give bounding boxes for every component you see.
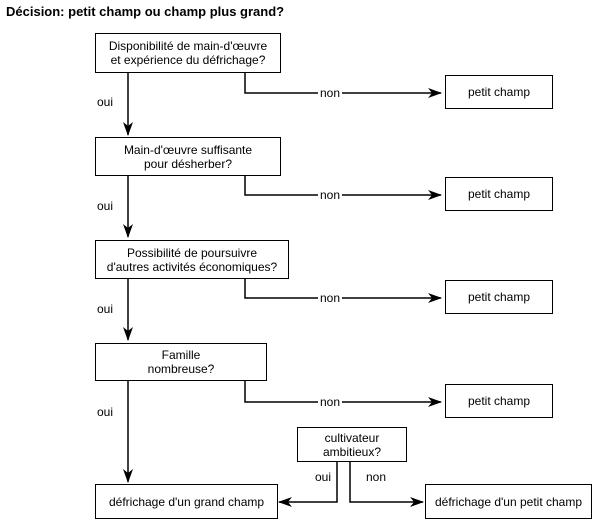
non-branch-2 (244, 176, 442, 200)
question-text: pour désherber? (143, 156, 233, 171)
label-non-2: non (318, 188, 343, 202)
ambitious-non-branch (349, 462, 424, 507)
final-text: défrichage d'un petit champ (434, 494, 583, 509)
label-oui-3: oui (95, 302, 116, 316)
question-text: et expérience du défrichage? (110, 53, 266, 67)
label-oui-1: oui (95, 95, 116, 109)
label-oui-2: oui (95, 199, 116, 213)
question-text: Famille (161, 348, 201, 362)
ambitious-oui-branch (278, 462, 338, 507)
final-text: défrichage d'un grand champ (108, 494, 265, 509)
outcome-small-field-2: petit champ (445, 177, 553, 211)
outcome-small-field-4: petit champ (445, 384, 553, 418)
question-text: nombreuse? (147, 362, 215, 376)
question-text: d'autres activités économiques? (106, 259, 278, 274)
question-text: Possibilité de poursuivre (126, 245, 258, 260)
question-text: cultivateur (324, 430, 380, 445)
outcome-text: petit champ (467, 394, 531, 408)
question-text: Main-d'œuvre suffisante (123, 142, 253, 157)
question-text: Disponibilité de main-d'œuvre (108, 39, 268, 53)
label-non-3: non (318, 291, 343, 305)
final-large-clearing: défrichage d'un grand champ (95, 484, 278, 519)
diagram-title: Décision: petit champ ou champ plus gran… (6, 4, 285, 19)
question-text: ambitieux? (322, 444, 382, 459)
label-oui-4: oui (95, 405, 116, 419)
label-non-1: non (318, 86, 343, 100)
non-branch-3 (244, 279, 442, 303)
outcome-text: petit champ (467, 290, 531, 304)
final-small-clearing: défrichage d'un petit champ (425, 484, 592, 519)
outcome-text: petit champ (467, 85, 531, 99)
non-branch-1 (244, 73, 442, 98)
outcome-small-field-3: petit champ (445, 280, 553, 314)
label-oui-ambitious: oui (313, 470, 334, 484)
label-non-ambitious: non (364, 470, 389, 484)
label-non-4: non (318, 395, 343, 409)
non-branch-4 (244, 381, 442, 407)
outcome-small-field-1: petit champ (445, 75, 553, 109)
outcome-text: petit champ (467, 187, 531, 201)
